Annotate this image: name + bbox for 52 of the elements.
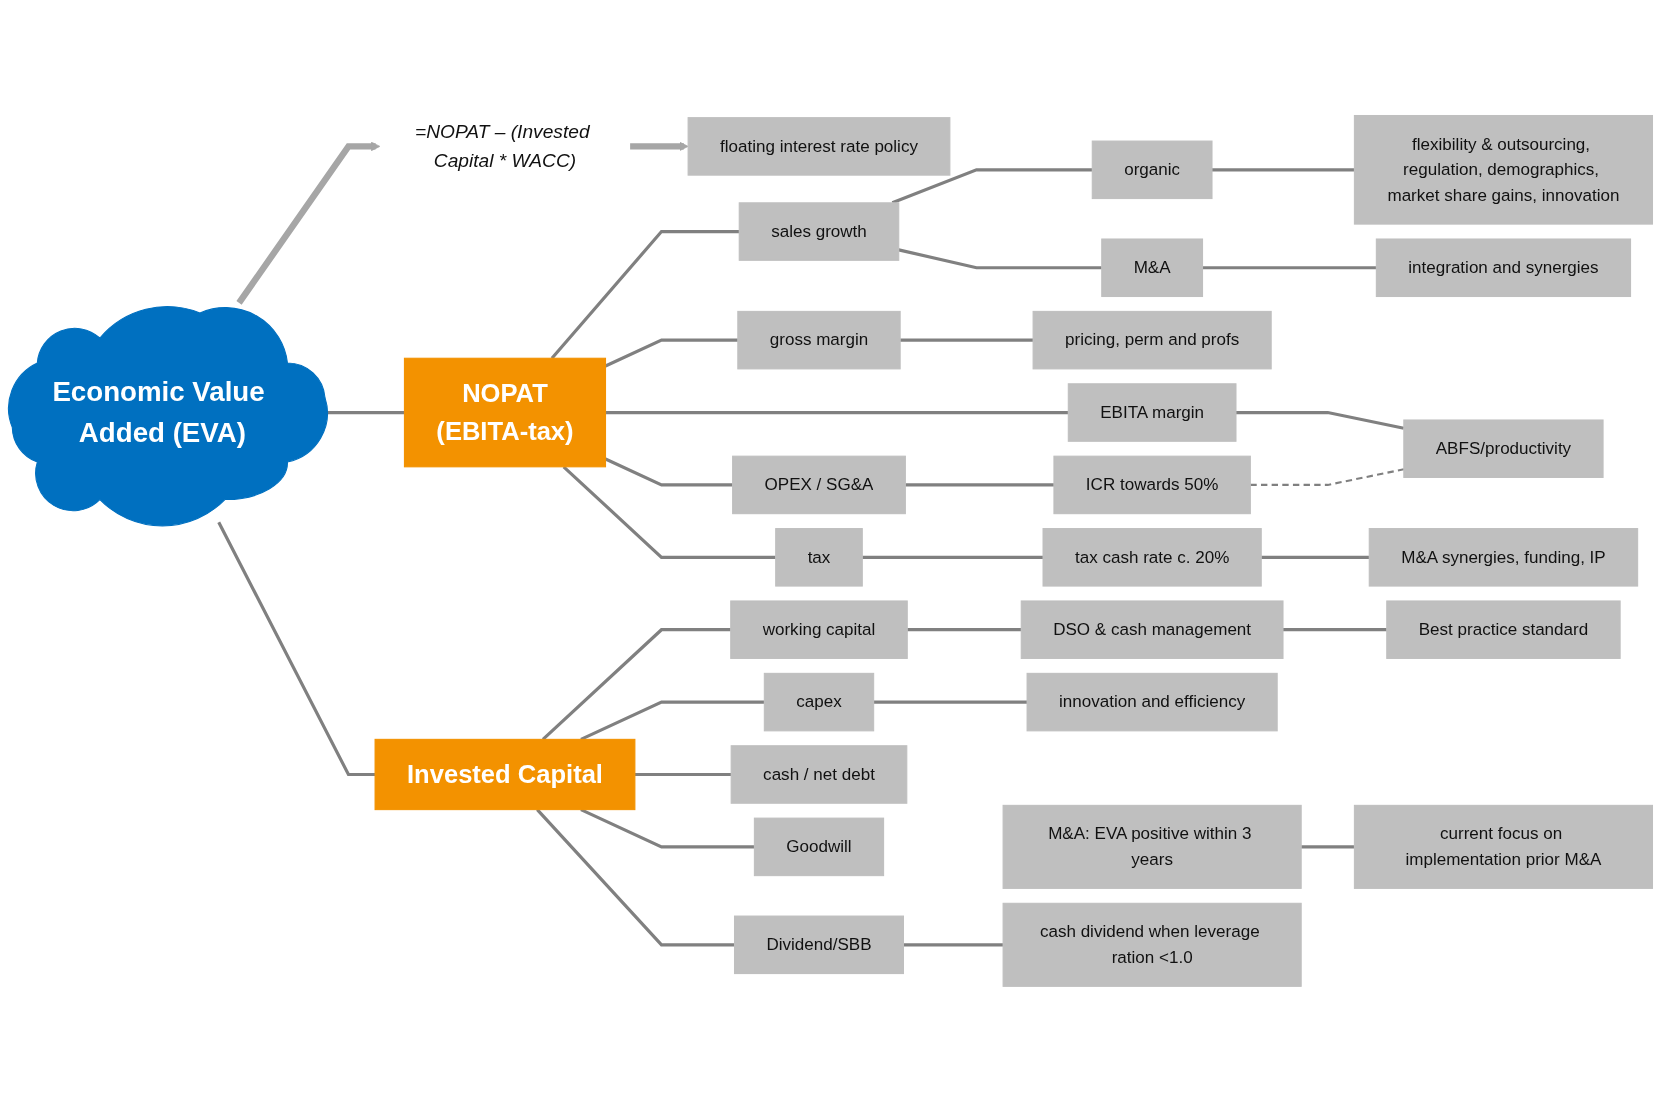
node-box: organic bbox=[1091, 140, 1213, 200]
connector bbox=[1283, 628, 1387, 632]
node-box: M&A synergies, funding, IP bbox=[1368, 528, 1639, 587]
connector bbox=[536, 808, 735, 947]
node-box: NOPAT (EBITA-tax) bbox=[403, 357, 607, 468]
node-box: cash / net debt bbox=[730, 745, 908, 804]
node-box: cash dividend when leverage ration <1.0 bbox=[1002, 902, 1302, 987]
connector bbox=[907, 628, 1022, 632]
node-box: tax bbox=[775, 528, 863, 587]
connector bbox=[898, 248, 1102, 270]
node-box: innovation and efficiency bbox=[1026, 672, 1278, 732]
connector bbox=[605, 410, 1069, 415]
node-box: M&A: EVA positive within 3 years bbox=[1002, 804, 1302, 889]
node-box: integration and synergies bbox=[1375, 238, 1632, 298]
connector bbox=[541, 628, 731, 741]
connector bbox=[1261, 555, 1370, 559]
node-box: current focus on implementation prior M&A bbox=[1353, 804, 1653, 889]
connector bbox=[217, 521, 376, 777]
connector bbox=[891, 168, 1093, 205]
connector bbox=[905, 483, 1054, 487]
node-box: floating interest rate policy bbox=[687, 117, 951, 176]
connector bbox=[1301, 845, 1355, 849]
node-box: capex bbox=[763, 672, 875, 732]
connector bbox=[900, 338, 1034, 342]
node-box: ICR towards 50% bbox=[1053, 455, 1251, 515]
node-box: pricing, perm and profs bbox=[1032, 310, 1272, 370]
connector bbox=[1202, 266, 1377, 270]
connector bbox=[562, 465, 776, 559]
node-box: ABFS/productivity bbox=[1403, 419, 1604, 478]
connector bbox=[862, 555, 1044, 559]
node-box: working capital bbox=[730, 600, 908, 659]
node-box: EBITA margin bbox=[1067, 383, 1237, 442]
connector bbox=[634, 772, 732, 777]
connector bbox=[873, 700, 1028, 704]
node-box: tax cash rate c. 20% bbox=[1042, 528, 1262, 587]
node-box: gross margin bbox=[737, 310, 901, 370]
node-box: sales growth bbox=[738, 202, 900, 261]
connector bbox=[580, 808, 755, 849]
node-box: DSO & cash management bbox=[1020, 600, 1284, 659]
connector bbox=[580, 700, 765, 741]
node-box: Invested Capital bbox=[374, 738, 636, 811]
node-box: Goodwill bbox=[753, 817, 885, 877]
node-box: Best practice standard bbox=[1386, 600, 1621, 659]
node-box: M&A bbox=[1101, 238, 1204, 298]
connector bbox=[1212, 168, 1355, 172]
connector bbox=[903, 943, 1004, 947]
node-box: OPEX / SG&A bbox=[732, 455, 906, 515]
connector bbox=[550, 229, 740, 360]
node-text: =NOPAT – (Invested Capital * WACC) bbox=[415, 120, 590, 171]
node-box: Dividend/SBB bbox=[734, 915, 904, 975]
node-box: flexibility & outsourcing, regulation, demographics, market share gains, innovation bbox=[1353, 115, 1653, 225]
arrow bbox=[236, 141, 381, 305]
